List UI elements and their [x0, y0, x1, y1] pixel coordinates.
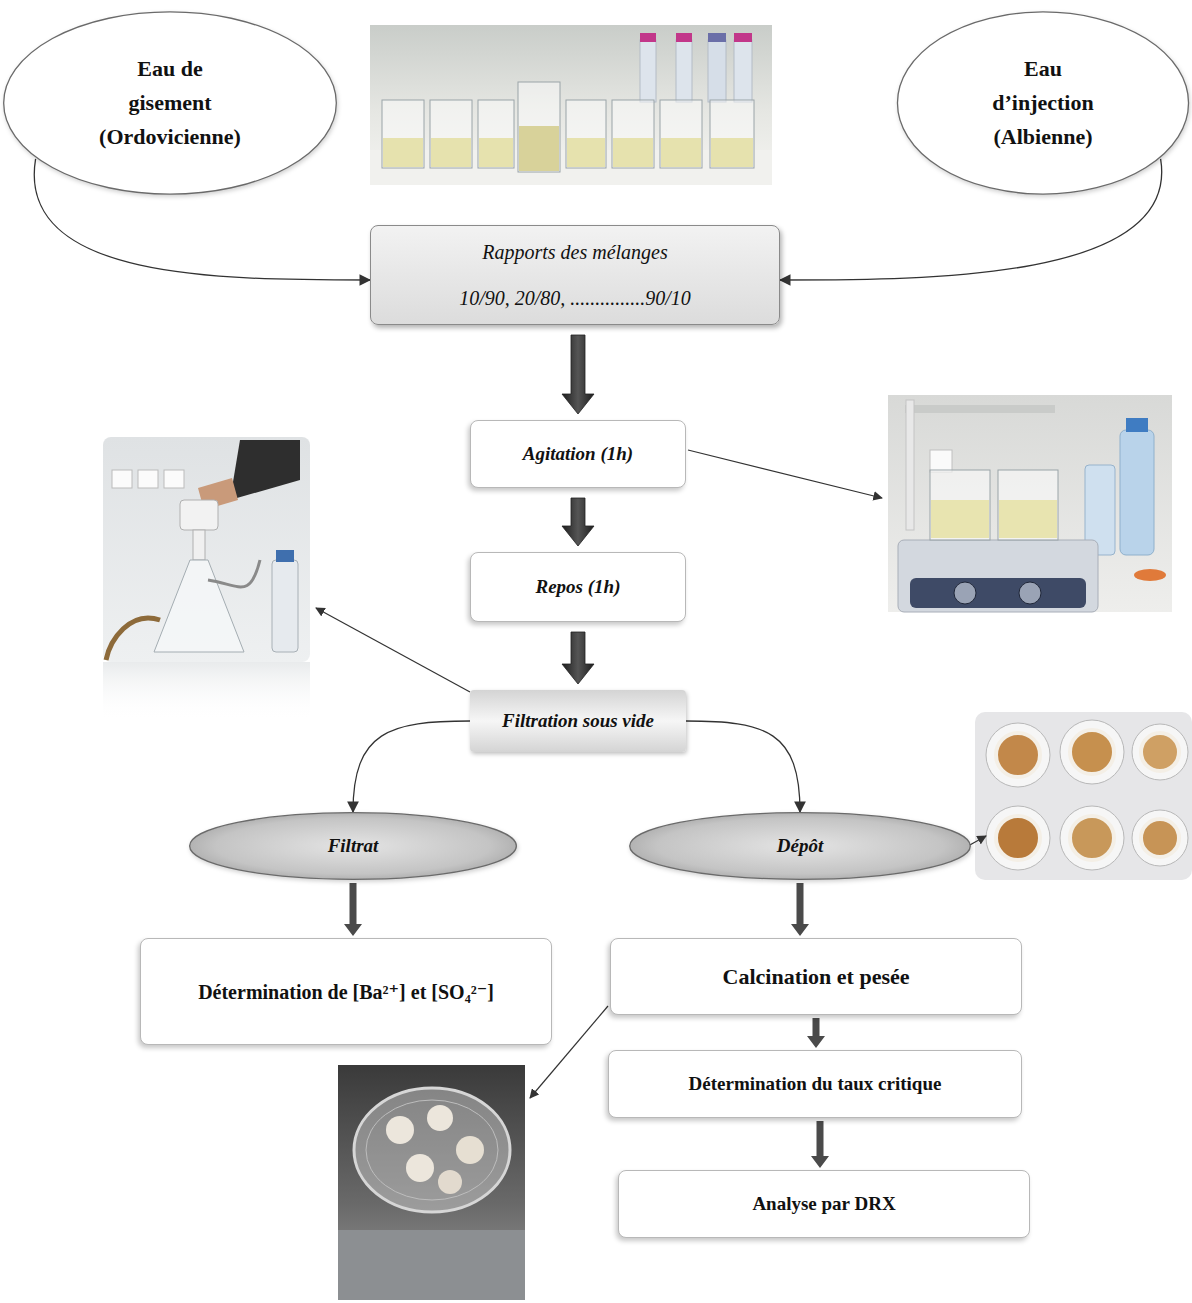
node-label: Filtration sous vide [502, 709, 654, 733]
node-label: 10/90, 20/80, ...............90/10 [459, 285, 691, 311]
process-box: Agitation (1h) [470, 420, 686, 488]
node-label: Détermination de [Ba²⁺] et [SO₄²⁻] [198, 977, 494, 1007]
flow-arrow [353, 721, 470, 812]
process-box: Calcination et pesée [610, 938, 1022, 1015]
process-box: Rapports des mélanges 10/90, 20/80, .....… [370, 225, 780, 325]
flow-arrow [344, 883, 362, 936]
stirrer-photo [888, 395, 1172, 612]
node-label: Calcination et pesée [723, 963, 910, 991]
source-ellipse: Eau de gisement (Ordovicienne) [2, 10, 338, 196]
node-label: Eau de gisement (Ordovicienne) [95, 52, 245, 154]
process-box: Analyse par DRX [618, 1170, 1030, 1238]
node-label: Filtrat [328, 834, 379, 858]
flow-arrow [562, 498, 594, 546]
node-label: Agitation (1h) [523, 442, 633, 466]
source-ellipse: Eau d’injection (Albienne) [896, 10, 1190, 196]
node-label: Détermination du taux critique [689, 1072, 942, 1096]
flow-arrow [562, 632, 594, 684]
output-ellipse: Filtrat [188, 812, 518, 880]
flow-arrow [791, 883, 809, 936]
flow-arrow [811, 1121, 829, 1168]
process-box: Détermination du taux critique [608, 1050, 1022, 1118]
process-box: Filtration sous vide [470, 690, 686, 752]
node-label: Analyse par DRX [752, 1192, 895, 1216]
flow-arrow [807, 1018, 825, 1048]
flow-arrow [562, 335, 594, 414]
beakers-photo [370, 25, 772, 185]
node-label: Eau d’injection (Albienne) [976, 52, 1111, 154]
output-ellipse: Dépôt [628, 812, 972, 880]
node-label: Repos (1h) [536, 575, 621, 599]
process-box: Repos (1h) [470, 552, 686, 622]
process-box: Détermination de [Ba²⁺] et [SO₄²⁻] [140, 938, 552, 1045]
node-label: Rapports des mélanges [482, 239, 668, 265]
filter-deposits-photo [975, 712, 1192, 880]
furnace-photo [338, 1065, 525, 1300]
node-label: Dépôt [777, 834, 823, 858]
filtration-photo [103, 437, 310, 722]
flow-arrow [686, 721, 800, 812]
